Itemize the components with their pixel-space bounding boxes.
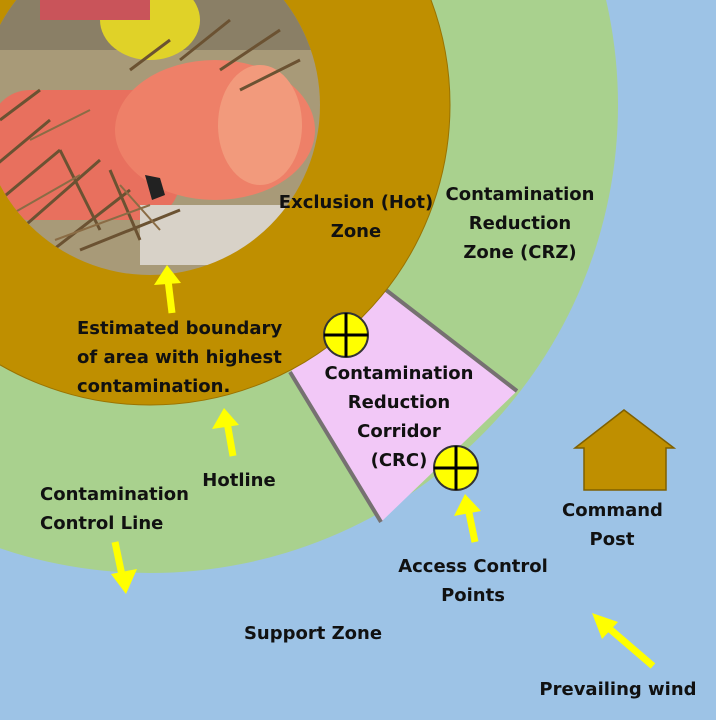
hotline-ring <box>0 0 451 406</box>
crosshair-icon <box>433 445 479 491</box>
prevailing-wind-label: Prevailing wind <box>539 679 697 700</box>
crc-label: Contamination Reduction Corridor (CRC) <box>324 363 474 471</box>
corridor-edge-lower <box>288 370 383 524</box>
exclusion-zone-label: Exclusion (Hot) Zone <box>278 192 434 242</box>
support-zone-label: Support Zone <box>243 623 383 644</box>
arrow-access-points <box>454 494 481 543</box>
corridor-edge-upper <box>384 288 519 393</box>
arrow-control-line <box>111 541 137 594</box>
command-post-label: Command Post <box>562 500 663 550</box>
arrow-hotline <box>212 408 239 457</box>
house-icon <box>572 409 677 491</box>
crosshair-icon <box>323 312 369 358</box>
arrow-wind <box>592 613 656 669</box>
access-points-label: Access Control Points <box>398 556 548 606</box>
control-line-label: Contamination Control Line <box>40 484 189 534</box>
arrow-boundary <box>154 265 181 314</box>
hotline-label: Hotline <box>202 470 276 491</box>
crz-label: Contamination Reduction Zone (CRZ) <box>445 184 595 263</box>
boundary-label: Estimated boundary of area with highest … <box>77 318 283 397</box>
